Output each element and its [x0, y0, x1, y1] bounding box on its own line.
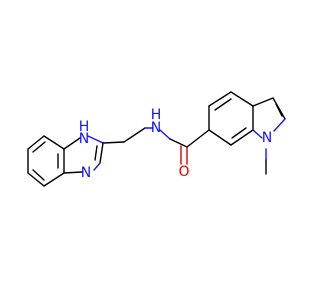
- bond: [273, 118, 286, 132]
- bond: [252, 97, 274, 107]
- bond: [231, 127, 247, 139]
- bond: [275, 103, 283, 117]
- bond: [93, 162, 101, 171]
- carbonyl-oxygen-label: O: [178, 164, 189, 180]
- molecule-structure: H N N H N O N: [27, 91, 286, 187]
- bond: [63, 137, 81, 150]
- bond: [32, 141, 46, 153]
- imidazole-nh-label: N: [79, 131, 89, 147]
- bond: [27, 135, 45, 150]
- bond: [252, 129, 263, 139]
- indole-n-label: N: [262, 130, 272, 146]
- amide-nh-label: N: [151, 120, 161, 136]
- imidazole-h-label: H: [79, 119, 90, 135]
- molecule-canvas: H N N H N O N: [27, 91, 286, 187]
- bond: [99, 142, 104, 164]
- bond: [27, 172, 45, 187]
- bond: [94, 145, 98, 161]
- bond: [230, 129, 254, 146]
- bond: [87, 135, 104, 144]
- bond: [208, 129, 232, 146]
- bond: [208, 91, 232, 107]
- bond: [230, 91, 254, 107]
- bond: [43, 172, 65, 187]
- bond: [214, 98, 232, 111]
- bond: [43, 135, 65, 150]
- bond: [32, 169, 45, 181]
- amide-h-label: H: [151, 107, 162, 123]
- bond: [102, 141, 125, 144]
- bond: [159, 129, 171, 140]
- imidazole-n-label: N: [81, 165, 91, 181]
- bond: [123, 127, 146, 143]
- bond: [169, 138, 188, 148]
- bond: [63, 171, 83, 174]
- bond: [186, 129, 210, 148]
